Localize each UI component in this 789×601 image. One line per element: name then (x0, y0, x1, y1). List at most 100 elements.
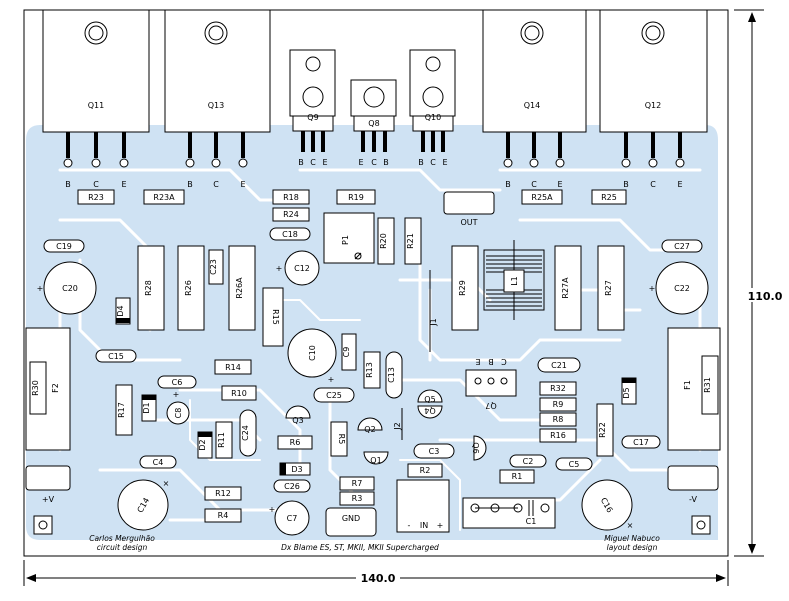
transistor-q12: Q12 B C E (599, 9, 708, 189)
label-c15: C15 (108, 352, 124, 361)
label-l1: L1 (510, 276, 519, 286)
label-q9: Q9 (307, 113, 318, 122)
label-j2: J2 (393, 422, 402, 430)
resistor-r16: R16 (539, 428, 577, 443)
resistor-r19: R19 (336, 189, 376, 205)
resistor-r12: R12 (204, 486, 242, 501)
capacitor-c15: C15 (95, 349, 137, 363)
resistor-r32: R32 (539, 381, 577, 396)
transistor-q10: Q10 B C E (409, 49, 456, 167)
resistor-r15: R15 (262, 287, 284, 347)
connector-vpos: +V (25, 465, 71, 504)
capacitor-c3: C3 (413, 443, 455, 459)
resistor-r1: R1 (499, 469, 535, 484)
label-d2: D2 (198, 439, 207, 450)
label-c24: C24 (241, 425, 250, 441)
resistor-r4: R4 (204, 508, 242, 523)
label-f1: F1 (683, 380, 692, 390)
resistor-r13: R13 (363, 351, 381, 389)
resistor-r14: R14 (214, 359, 252, 375)
label-r23: R23 (88, 193, 104, 202)
capacitor-c19: C19 (43, 239, 85, 253)
label-c18: C18 (282, 230, 298, 239)
label-c1: C1 (526, 517, 537, 526)
label-q7: Q7 (485, 401, 496, 410)
label-r4: R4 (218, 511, 229, 520)
jumper-j1: J1 (429, 270, 438, 352)
resistor-r20: R20 (377, 217, 395, 265)
diode-d1: D1 (141, 394, 157, 422)
label-r29: R29 (458, 280, 467, 296)
label-r20: R20 (379, 233, 388, 249)
label-c27: C27 (674, 242, 690, 251)
pin-label: C (93, 180, 99, 189)
trimmer-p1: P1 (323, 212, 375, 264)
polarity-mark: + (276, 264, 283, 273)
label-q8: Q8 (368, 119, 379, 128)
label-r16: R16 (550, 431, 566, 440)
inductor-l1: L1 (483, 240, 545, 320)
label-c17: C17 (633, 438, 649, 447)
fuse-holder-f2: R30 F2 (25, 327, 71, 451)
label-q1: Q1 (370, 456, 381, 465)
label-r32: R32 (550, 384, 566, 393)
label-c20: C20 (62, 284, 78, 293)
jumper-j2: J2 (393, 408, 403, 440)
label-q3: Q3 (292, 416, 303, 425)
label-r24: R24 (283, 210, 299, 219)
resistor-r18: R18 (272, 189, 310, 205)
capacitor-c14: C14× (117, 479, 169, 531)
polarity-mark: + (269, 505, 276, 514)
label-r6: R6 (290, 438, 301, 447)
transistor-q6: Q6 (471, 435, 487, 461)
pin-label: C (371, 158, 377, 167)
pin-label: E (677, 180, 682, 189)
pin-label: C (430, 158, 436, 167)
capacitor-c12: C12+ (276, 250, 320, 286)
resistor-r25: R25 (591, 189, 627, 205)
label-c13: C13 (387, 367, 396, 383)
capacitor-c16: C16× (581, 479, 634, 531)
capacitor-c18: C18 (269, 227, 311, 241)
polarity-mark: + (37, 284, 44, 293)
capacitor-c22: C22+ (649, 261, 709, 315)
capacitor-c10: C10+ (287, 328, 337, 384)
label-d4: D4 (116, 305, 125, 316)
label-q13: Q13 (208, 101, 224, 110)
width-label: 140.0 (361, 572, 396, 585)
pin-label: C (213, 180, 219, 189)
diode-d2: D2 (197, 431, 213, 459)
label-d3: D3 (291, 465, 302, 474)
pin-label: B (418, 158, 424, 167)
capacitor-c1: C1 (462, 497, 556, 529)
resistor-r24: R24 (272, 207, 310, 222)
capacitor-c23: C23 (208, 249, 224, 285)
pin-label: C (310, 158, 316, 167)
label-r12: R12 (215, 489, 231, 498)
capacitor-c26: C26 (273, 479, 311, 493)
pin-label: B (623, 180, 629, 189)
label-r15: R15 (271, 309, 280, 325)
pin-label: E (442, 158, 447, 167)
label-in: IN (420, 521, 428, 530)
label-c25: C25 (326, 391, 342, 400)
diode-d5: D5 (621, 377, 637, 405)
resistor-r2: R2 (407, 463, 443, 478)
resistor-r3: R3 (339, 491, 375, 506)
label-r26a: R26A (235, 277, 244, 299)
label-c9: C9 (342, 347, 351, 358)
dimension-width: 140.0 (23, 560, 729, 586)
label-r7: R7 (352, 479, 363, 488)
resistor-r21: R21 (404, 217, 422, 265)
label-r31: R31 (703, 377, 712, 393)
transistor-q7: E B C Q7 (465, 357, 517, 410)
polarity-mark: × (627, 521, 634, 530)
polarity-mark: + (649, 284, 656, 293)
label-c5: C5 (569, 460, 580, 469)
polarity-mark: + (173, 390, 180, 399)
transistor-q2: Q2 (357, 417, 383, 434)
pin-label: E (557, 180, 562, 189)
transistor-q5: Q5 (417, 389, 443, 404)
label-r28: R28 (144, 280, 153, 296)
